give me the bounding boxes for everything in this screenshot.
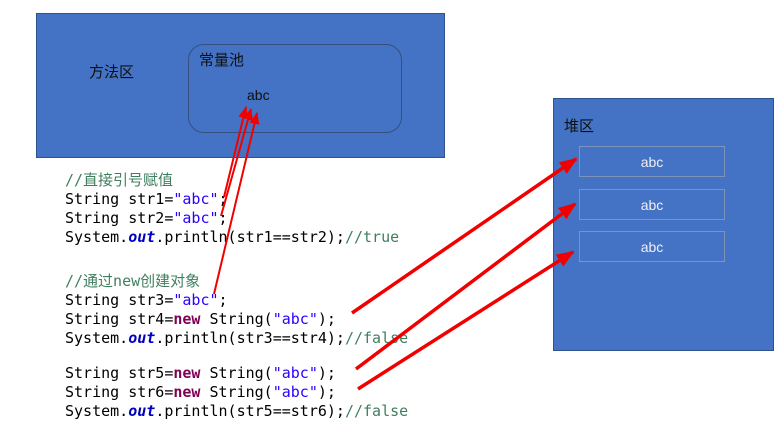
code-token-def: String str6= [65,383,174,401]
code-token-com: //直接引号赋值 [65,171,174,189]
code-line: String str2="abc"; [65,209,408,228]
code-line: String str1="abc"; [65,190,408,209]
code-token-def: ; [218,209,228,227]
code-token-str: "abc" [173,209,219,227]
code-token-field: out [128,329,156,347]
code-token-def: .println(str5==str6); [155,402,345,420]
code-line: //通过new创建对象 [65,272,408,291]
code-token-def: String( [200,310,273,328]
code-token-def: String( [200,383,273,401]
code-line: System.out.println(str5==str6);//false [65,402,408,421]
code-token-def: ; [218,291,228,309]
code-token-com: //false [344,402,409,420]
code-token-com: //true [344,228,400,246]
code-token-str: "abc" [173,190,219,208]
code-token-kw: new [173,383,201,401]
code-line: System.out.println(str1==str2);//true [65,228,408,247]
constant-pool-string-value: abc [247,87,270,103]
method-area-box: 方法区 常量池 abc [36,13,445,158]
code-token-def: String str1= [65,190,174,208]
heap-object-1: abc [579,146,725,177]
heap-area-box: 堆区 abc abc abc [553,98,774,351]
code-token-def: String str2= [65,209,174,227]
code-token-def: ; [218,190,228,208]
heap-area-label: 堆区 [564,118,595,135]
code-token-field: out [128,228,156,246]
method-area-label: 方法区 [89,64,135,81]
code-token-def: .println(str3==str4); [155,329,345,347]
code-block-3: String str5=new String("abc");String str… [65,364,408,421]
code-token-kw: new [173,310,201,328]
code-token-def: ); [317,383,336,401]
code-token-def: System. [65,329,129,347]
code-token-def: .println(str1==str2); [155,228,345,246]
code-token-field: out [128,402,156,420]
constant-pool-label: 常量池 [199,52,245,69]
code-token-def: String str3= [65,291,174,309]
code-token-com: //false [344,329,409,347]
code-token-def: String str5= [65,364,174,382]
code-token-def: System. [65,228,129,246]
code-line: String str5=new String("abc"); [65,364,408,383]
code-token-def: String( [200,364,273,382]
code-token-str: "abc" [272,383,318,401]
code-line: String str3="abc"; [65,291,408,310]
code-line: System.out.println(str3==str4);//false [65,329,408,348]
heap-object-2: abc [579,189,725,220]
code-token-str: "abc" [272,364,318,382]
code-token-def: ); [317,310,336,328]
code-line: String str6=new String("abc"); [65,383,408,402]
code-token-str: "abc" [173,291,219,309]
code-token-def: ); [317,364,336,382]
heap-object-3: abc [579,231,725,262]
code-token-def: System. [65,402,129,420]
code-token-def: String str4= [65,310,174,328]
code-token-str: "abc" [272,310,318,328]
code-line: String str4=new String("abc"); [65,310,408,329]
constant-pool-box: 常量池 abc [188,44,402,133]
code-token-com: //通过new创建对象 [65,272,201,290]
code-token-kw: new [173,364,201,382]
code-line: //直接引号赋值 [65,171,408,190]
